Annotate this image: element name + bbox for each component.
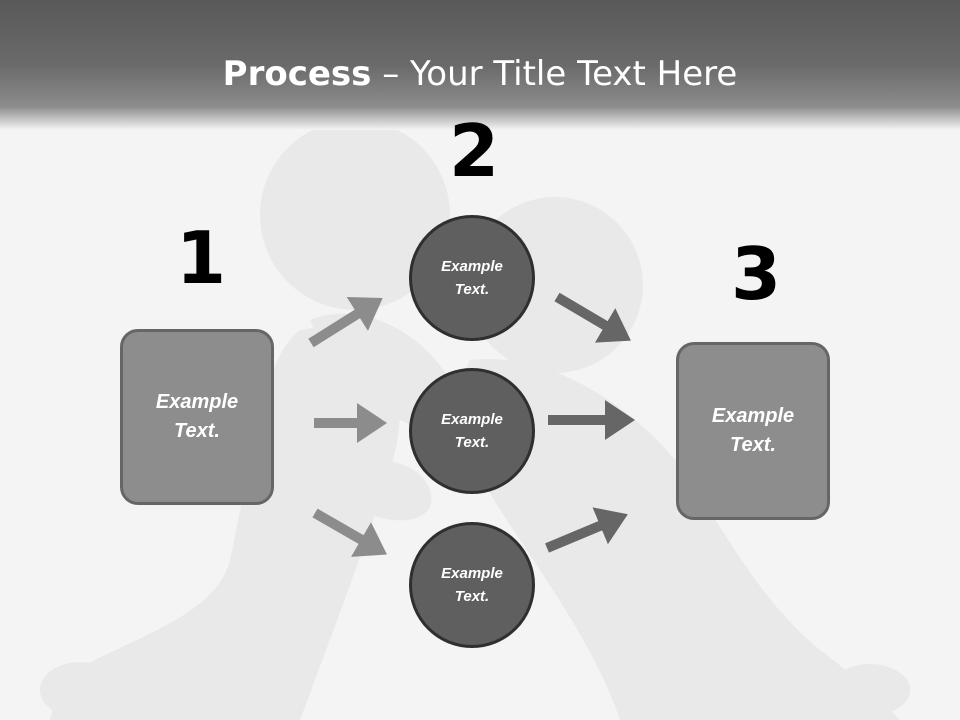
arrow-1-to-bottom [312,508,387,557]
step-3-text: Example Text. [711,405,795,456]
slide-title: Process – Your Title Text Here [0,54,960,94]
arrow-bottom-to-3 [545,507,628,553]
step-2-number: 2 [449,109,500,193]
arrow-top-to-3 [554,292,631,343]
step-2-circle-middle-text: Example Text. [441,411,503,451]
step-2-circle-middle: Example Text. [409,368,535,494]
step-3-box: Example Text. [676,342,830,520]
step-3-number: 3 [731,232,782,316]
step-2-circle-bottom-text: Example Text. [441,565,503,605]
step-2-circle-top: Example Text. [409,215,535,341]
arrow-1-to-top [308,297,383,348]
step-1-text: Example Text. [155,391,239,442]
step-1-box: Example Text. [120,329,274,505]
title-rest: Your Title Text Here [410,54,738,94]
step-1-number: 1 [176,216,227,300]
step-2-circle-bottom: Example Text. [409,522,535,648]
title-separator: – [371,54,411,94]
step-2-circle-top-text: Example Text. [441,258,503,298]
title-bar [0,0,960,130]
title-bold: Process [222,54,372,94]
